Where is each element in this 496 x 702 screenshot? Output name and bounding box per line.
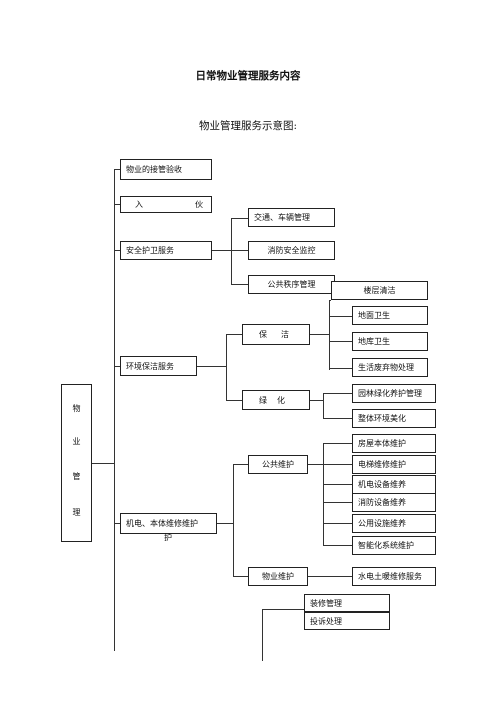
node-waste-disposal: 生活废弃物处理 — [352, 358, 428, 377]
node-public-facilities: 公用设施维养 — [352, 514, 436, 533]
greening-char-2: 化 — [277, 395, 285, 405]
root-char-3: 管 — [72, 472, 81, 481]
diagram-subtitle: 物业管理服务示意图: — [198, 120, 298, 132]
node-public-order: 公共秩序管理 — [248, 275, 335, 294]
node-greening: 绿 化 — [242, 390, 310, 410]
cleaning-char-2: 洁 — [281, 330, 289, 339]
node-environment-cleaning: 环境保洁服务 — [120, 356, 197, 376]
node-mep-equipment: 机电设备维养 — [352, 475, 436, 494]
node-intelligent-system: 智能化系统维护 — [352, 536, 436, 555]
node-elevator-maintenance: 电梯维修维护 — [352, 455, 436, 474]
node-ground-sanitation: 地面卫生 — [352, 306, 428, 325]
node-security-service: 安全护卫服务 — [120, 241, 212, 260]
move-in-char-2: 伙 — [195, 200, 203, 209]
node-landscape-maintenance: 园林绿化养护管理 — [352, 384, 436, 403]
node-utility-repair: 水电土暖维修服务 — [352, 567, 436, 586]
node-complaint-handling: 投诉处理 — [304, 612, 390, 630]
node-public-maintenance: 公共维护 — [248, 455, 308, 474]
node-property-maintenance: 物业维护 — [248, 567, 308, 586]
node-basement-sanitation: 地库卫生 — [352, 332, 428, 351]
node-traffic-vehicle: 交通、车辆管理 — [248, 208, 335, 227]
node-cleaning: 保 洁 — [242, 324, 310, 345]
root-char-4: 理 — [72, 508, 81, 517]
cleaning-char-1: 保 — [259, 330, 267, 339]
node-fire-equipment: 消防设备维养 — [352, 493, 436, 512]
root-char-2: 业 — [72, 437, 81, 446]
document-title: 日常物业管理服务内容 — [195, 70, 301, 82]
maintenance-label: 机电、本体维修维护 — [126, 519, 198, 528]
node-fire-safety: 消防安全监控 — [248, 241, 335, 260]
node-environment-beautify: 整体环境美化 — [352, 409, 436, 428]
node-building-maintenance: 房屋本体维护 — [352, 434, 436, 453]
node-maintenance: 机电、本体维修维护 — [120, 513, 217, 534]
root-node-property-management: 物 业 管 理 — [61, 384, 92, 542]
move-in-char-1: 入 — [135, 200, 143, 209]
node-renovation-management: 装修管理 — [304, 594, 390, 612]
maintenance-label-wrap: 护 — [164, 533, 172, 542]
greening-char-1: 绿 — [259, 395, 267, 405]
root-char-1: 物 — [72, 404, 81, 413]
node-takeover-inspection: 物业的接管验收 — [120, 159, 212, 180]
node-floor-cleaning: 楼层清洁 — [331, 281, 428, 300]
node-move-in: 入 伙 — [120, 196, 212, 213]
